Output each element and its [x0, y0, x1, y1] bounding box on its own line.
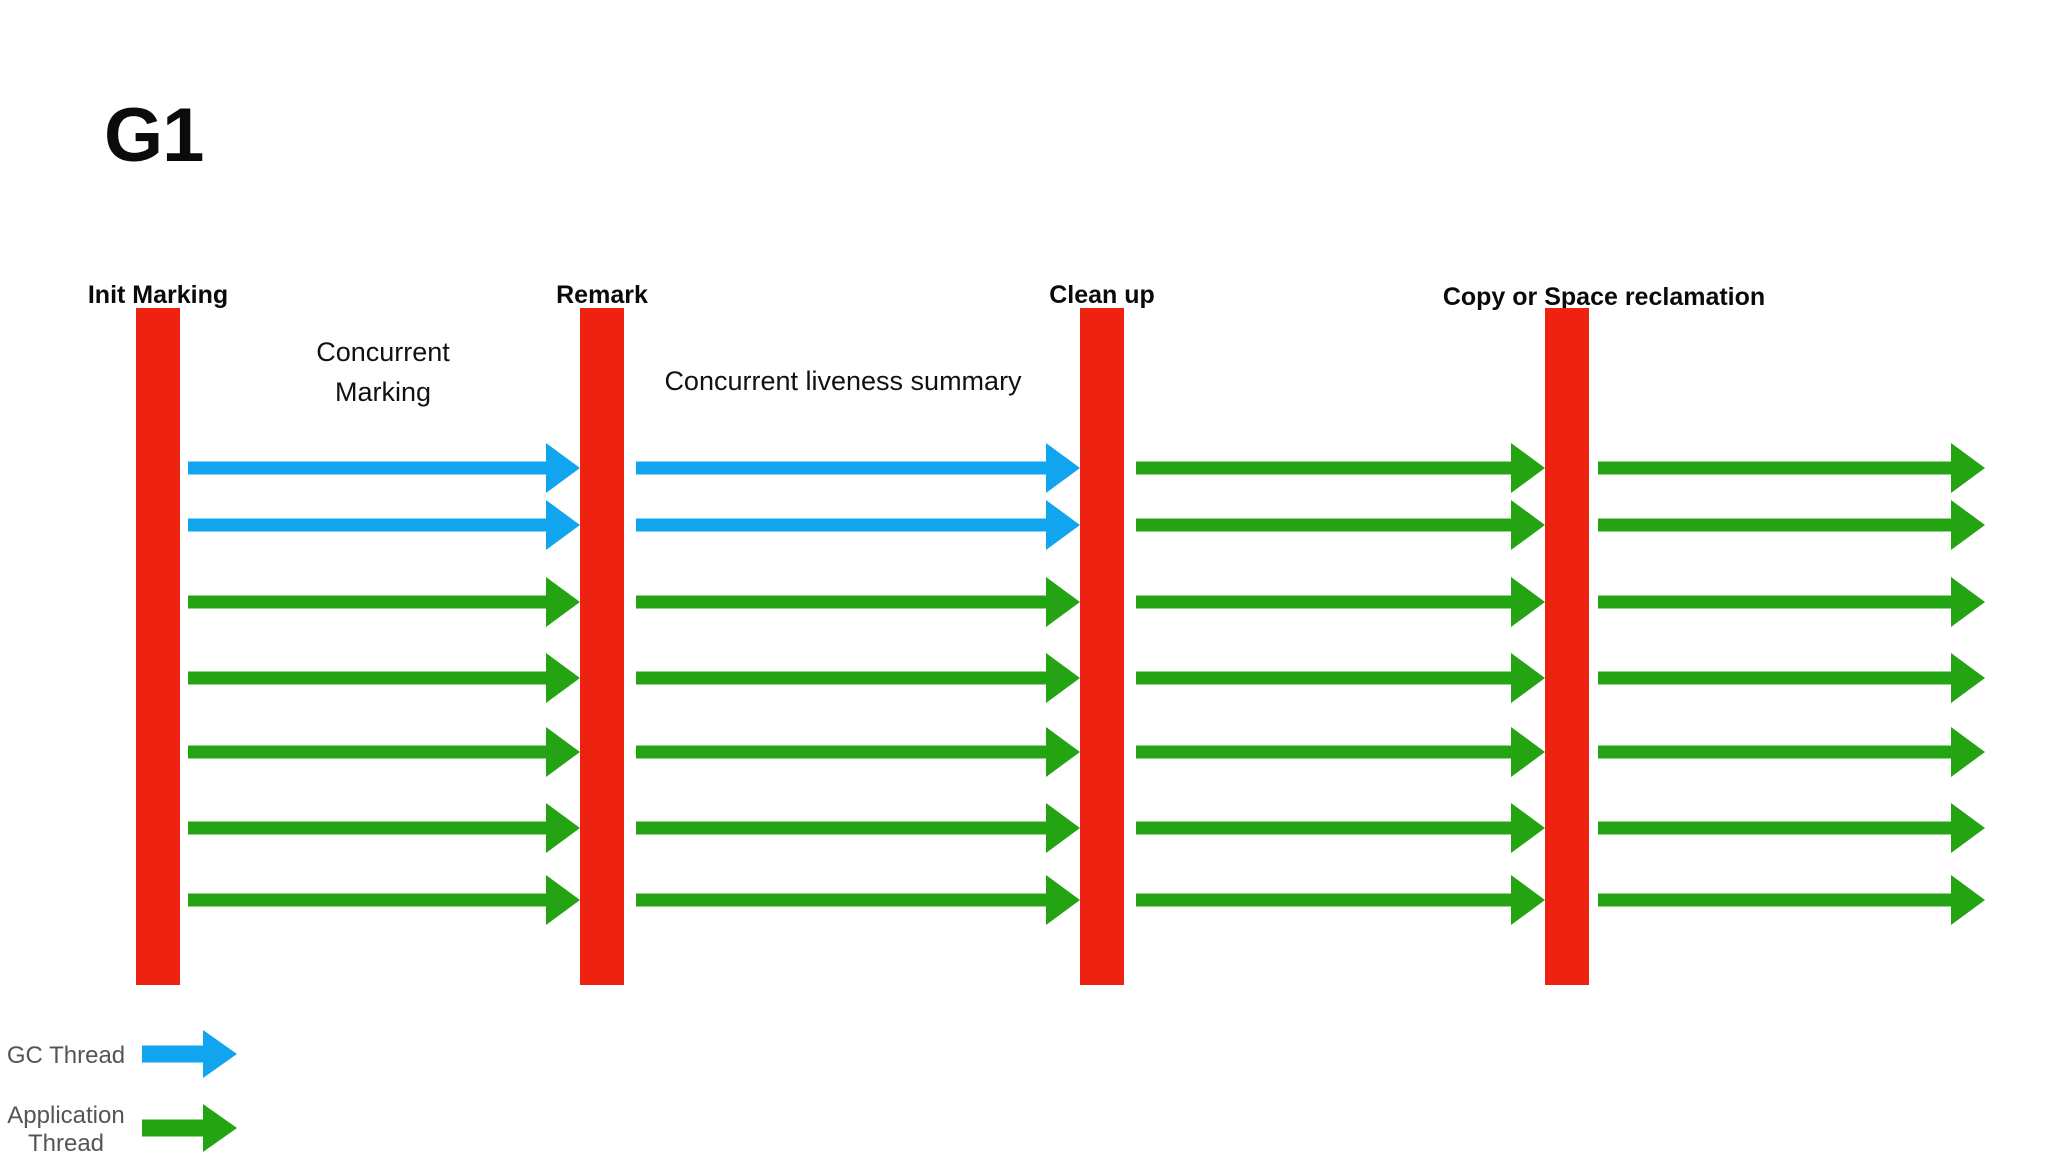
gc-thread-arrow-icon	[636, 500, 1080, 550]
thread-arrow-segment-cleanup-to-copy-row-7	[1136, 875, 1545, 930]
application-thread-arrow-icon	[142, 1103, 237, 1152]
application-thread-arrow-icon	[636, 803, 1080, 853]
application-thread-arrow-icon	[1598, 577, 1985, 627]
legend-item-gc-thread: GC Thread	[0, 1030, 330, 1083]
application-thread-arrow-icon	[188, 875, 580, 925]
phase-bar-init-marking	[136, 308, 180, 985]
legend-arrow-gc-thread	[142, 1030, 237, 1083]
thread-arrow-segment-remark-to-cleanup-row-5	[636, 727, 1080, 782]
phase-bar-copy-or-space-reclamation	[1545, 308, 1589, 985]
phase-bar-remark	[580, 308, 624, 985]
application-thread-arrow-icon	[1598, 875, 1985, 925]
legend-label-application-thread: Application Thread	[7, 1102, 125, 1158]
application-thread-arrow-icon	[1136, 500, 1545, 550]
thread-arrow-segment-remark-to-cleanup-row-4	[636, 653, 1080, 708]
thread-arrow-segment-init-marking-to-remark-row-1	[188, 443, 580, 498]
thread-arrow-segment-cleanup-to-copy-row-5	[1136, 727, 1545, 782]
phase-label-copy-or-space-reclamation: Copy or Space reclamation	[1442, 283, 1766, 311]
gc-thread-arrow-icon	[188, 443, 580, 493]
application-thread-arrow-icon	[188, 577, 580, 627]
thread-arrow-segment-remark-to-cleanup-row-2	[636, 500, 1080, 555]
thread-arrow-segment-init-marking-to-remark-row-7	[188, 875, 580, 930]
legend-arrow-application-thread	[142, 1103, 237, 1157]
thread-arrow-segment-copy-to-end-row-5	[1598, 727, 1985, 782]
legend-label-gc-thread: GC Thread	[6, 1042, 126, 1070]
thread-arrow-segment-remark-to-cleanup-row-1	[636, 443, 1080, 498]
application-thread-arrow-icon	[636, 577, 1080, 627]
thread-arrow-segment-init-marking-to-remark-row-6	[188, 803, 580, 858]
concurrent-liveness-note: Concurrent liveness summary	[664, 366, 1022, 396]
application-thread-arrow-icon	[1136, 803, 1545, 853]
phase-label-remark: Remark	[556, 281, 648, 309]
thread-arrow-segment-copy-to-end-row-3	[1598, 577, 1985, 632]
thread-arrow-segment-copy-to-end-row-4	[1598, 653, 1985, 708]
legend-item-application-thread: Application Thread	[0, 1102, 330, 1159]
phase-label-clean-up: Clean up	[1049, 281, 1155, 309]
application-thread-arrow-icon	[188, 727, 580, 777]
application-thread-arrow-icon	[1598, 443, 1985, 493]
page-title: G1	[104, 93, 204, 178]
application-thread-arrow-icon	[636, 727, 1080, 777]
thread-arrow-segment-remark-to-cleanup-row-6	[636, 803, 1080, 858]
application-thread-arrow-icon	[188, 653, 580, 703]
thread-arrow-segment-cleanup-to-copy-row-4	[1136, 653, 1545, 708]
application-thread-arrow-icon	[636, 653, 1080, 703]
application-thread-arrow-icon	[1598, 653, 1985, 703]
gc-thread-arrow-icon	[142, 1030, 237, 1078]
thread-arrow-segment-cleanup-to-copy-row-2	[1136, 500, 1545, 555]
application-thread-arrow-icon	[636, 875, 1080, 925]
thread-arrow-segment-init-marking-to-remark-row-3	[188, 577, 580, 632]
thread-arrow-segment-cleanup-to-copy-row-1	[1136, 443, 1545, 498]
gc-thread-arrow-icon	[188, 500, 580, 550]
application-thread-arrow-icon	[1136, 443, 1545, 493]
application-thread-arrow-icon	[1598, 803, 1985, 853]
application-thread-arrow-icon	[1136, 653, 1545, 703]
thread-arrow-segment-cleanup-to-copy-row-3	[1136, 577, 1545, 632]
application-thread-arrow-icon	[188, 803, 580, 853]
thread-arrow-segment-copy-to-end-row-6	[1598, 803, 1985, 858]
application-thread-arrow-icon	[1598, 500, 1985, 550]
thread-arrow-segment-remark-to-cleanup-row-7	[636, 875, 1080, 930]
concurrent-marking-note: Concurrent Marking	[316, 337, 450, 407]
thread-arrow-segment-init-marking-to-remark-row-2	[188, 500, 580, 555]
thread-arrow-segment-copy-to-end-row-7	[1598, 875, 1985, 930]
phase-label-init-marking: Init Marking	[87, 281, 229, 309]
thread-arrow-segment-init-marking-to-remark-row-4	[188, 653, 580, 708]
application-thread-arrow-icon	[1598, 727, 1985, 777]
thread-arrow-segment-cleanup-to-copy-row-6	[1136, 803, 1545, 858]
application-thread-arrow-icon	[1136, 577, 1545, 627]
thread-arrow-segment-copy-to-end-row-1	[1598, 443, 1985, 498]
thread-arrow-segment-remark-to-cleanup-row-3	[636, 577, 1080, 632]
application-thread-arrow-icon	[1136, 875, 1545, 925]
thread-arrow-segment-copy-to-end-row-2	[1598, 500, 1985, 555]
gc-thread-arrow-icon	[636, 443, 1080, 493]
application-thread-arrow-icon	[1136, 727, 1545, 777]
thread-arrow-segment-init-marking-to-remark-row-5	[188, 727, 580, 782]
phase-bar-clean-up	[1080, 308, 1124, 985]
